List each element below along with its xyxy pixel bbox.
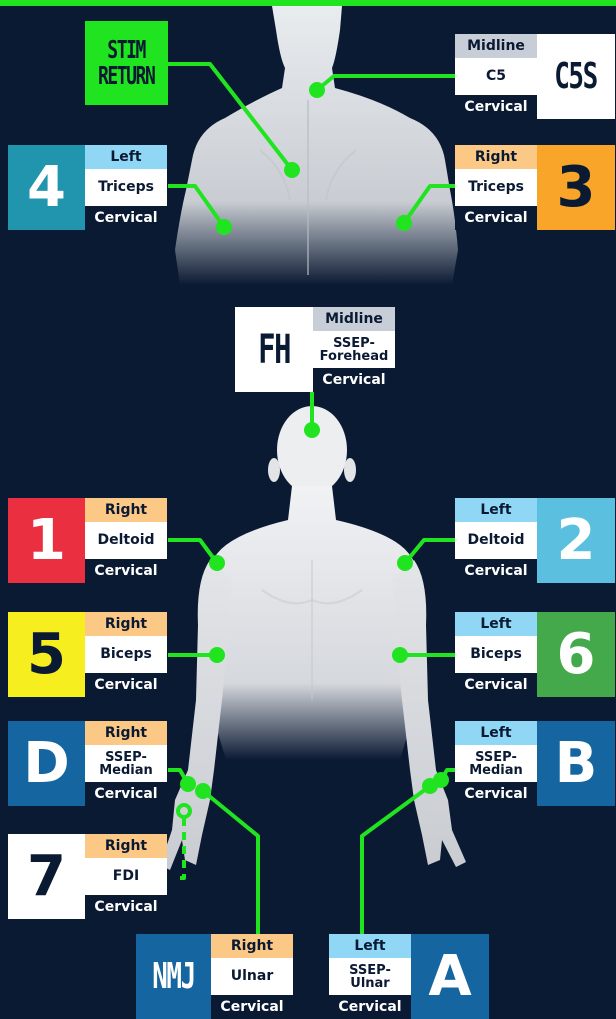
- electrode-id-text: 4: [27, 155, 66, 220]
- electrode-chip-7[interactable]: 7 RightFDICervical: [8, 834, 167, 919]
- electrode-side: Left: [455, 721, 537, 745]
- electrode-chip-6[interactable]: LeftBicepsCervical 6: [455, 612, 615, 697]
- electrode-label-1: RightDeltoidCervical: [85, 498, 167, 583]
- electrode-id-5: 5: [8, 612, 85, 697]
- stim-return-label: STIM RETURN: [85, 21, 168, 105]
- electrode-site: Deltoid: [85, 522, 167, 559]
- electrode-id-7: 7: [8, 834, 85, 919]
- electrode-side: Right: [85, 834, 167, 858]
- electrode-region: Cervical: [85, 782, 167, 806]
- electrode-id-text: C5S: [555, 56, 598, 97]
- electrode-side: Right: [455, 145, 537, 169]
- electrode-region: Cervical: [455, 206, 537, 230]
- electrode-id-text: NMJ: [152, 956, 195, 997]
- electrode-chip-c5s[interactable]: MidlineC5Cervical C5S: [455, 34, 615, 119]
- electrode-id-a: A: [411, 934, 489, 1019]
- electrode-site: SSEP- Forehead: [313, 331, 395, 368]
- electrode-region: Cervical: [455, 673, 537, 697]
- electrode-label-3: RightTricepsCervical: [455, 145, 537, 230]
- electrode-chip-d[interactable]: DRightSSEP- MedianCervical: [8, 721, 167, 806]
- electrode-id-nmj: NMJ: [136, 934, 211, 1019]
- electrode-id-text: 2: [557, 508, 596, 573]
- electrode-site: SSEP- Median: [455, 745, 537, 782]
- electrode-chip-1[interactable]: 1 RightDeltoidCervical: [8, 498, 167, 583]
- electrode-id-3: 3: [537, 145, 615, 230]
- back-body-figure: [175, 6, 458, 285]
- electrode-id-text: 1: [27, 508, 66, 573]
- electrode-region: Cervical: [85, 895, 167, 919]
- electrode-label-5: RightBicepsCervical: [85, 612, 167, 697]
- electrode-label-b: LeftSSEP- MedianCervical: [455, 721, 537, 806]
- electrode-label-7: RightFDICervical: [85, 834, 167, 919]
- electrode-label-nmj: RightUlnarCervical: [211, 934, 293, 1019]
- electrode-label-fh: MidlineSSEP- ForeheadCervical: [313, 307, 395, 392]
- electrode-site: Triceps: [85, 169, 167, 206]
- electrode-site: Ulnar: [211, 958, 293, 995]
- electrode-id-text: FH: [258, 327, 290, 373]
- electrode-label-c5s: MidlineC5Cervical: [455, 34, 537, 119]
- electrode-region: Cervical: [329, 995, 411, 1019]
- electrode-side: Right: [85, 721, 167, 745]
- electrode-id-d: D: [8, 721, 85, 806]
- electrode-chip-a[interactable]: LeftSSEP- UlnarCervical A: [329, 934, 489, 1019]
- electrode-site: FDI: [85, 858, 167, 895]
- electrode-region: Cervical: [85, 206, 167, 230]
- stim-return-line2: RETURN: [98, 63, 154, 89]
- electrode-id-b: B: [537, 721, 615, 806]
- electrode-side: Midline: [313, 307, 395, 331]
- electrode-id-text: 5: [27, 622, 66, 687]
- electrode-id-4: 4: [8, 145, 85, 230]
- electrode-region: Cervical: [85, 559, 167, 583]
- electrode-side: Left: [329, 934, 411, 958]
- electrode-chip-nmj[interactable]: NMJ RightUlnarCervical: [136, 934, 293, 1019]
- electrode-label-4: LeftTricepsCervical: [85, 145, 167, 230]
- electrode-id-text: 3: [557, 155, 596, 220]
- electrode-id-text: A: [428, 944, 471, 1009]
- electrode-region: Cervical: [85, 673, 167, 697]
- electrode-chip-3[interactable]: RightTricepsCervical 3: [455, 145, 615, 230]
- electrode-label-6: LeftBicepsCervical: [455, 612, 537, 697]
- electrode-id-text: B: [555, 731, 598, 796]
- electrode-site: Biceps: [85, 636, 167, 673]
- electrode-side: Left: [85, 145, 167, 169]
- electrode-side: Right: [85, 612, 167, 636]
- electrode-chip-fh[interactable]: FH MidlineSSEP- ForeheadCervical: [235, 307, 395, 392]
- electrode-id-text: 6: [557, 622, 596, 687]
- electrode-id-text: 7: [27, 844, 66, 909]
- electrode-label-a: LeftSSEP- UlnarCervical: [329, 934, 411, 1019]
- electrode-site: C5: [455, 58, 537, 95]
- electrode-region: Cervical: [313, 368, 395, 392]
- electrode-site: SSEP- Ulnar: [329, 958, 411, 995]
- electrode-side: Right: [85, 498, 167, 522]
- electrode-label-d: RightSSEP- MedianCervical: [85, 721, 167, 806]
- electrode-site: SSEP- Median: [85, 745, 167, 782]
- electrode-side: Midline: [455, 34, 537, 58]
- electrode-side: Left: [455, 612, 537, 636]
- electrode-side: Right: [211, 934, 293, 958]
- electrode-label-2: LeftDeltoidCervical: [455, 498, 537, 583]
- stim-return-line1: STIM: [108, 37, 146, 63]
- electrode-chip-4[interactable]: 4 LeftTricepsCervical: [8, 145, 167, 230]
- front-body-figure: [160, 406, 466, 870]
- electrode-id-fh: FH: [235, 307, 313, 392]
- electrode-region: Cervical: [455, 95, 537, 119]
- electrode-chip-2[interactable]: LeftDeltoidCervical 2: [455, 498, 615, 583]
- electrode-id-text: D: [23, 731, 69, 796]
- electrode-region: Cervical: [211, 995, 293, 1019]
- electrode-site: Biceps: [455, 636, 537, 673]
- electrode-side: Left: [455, 498, 537, 522]
- electrode-chip-5[interactable]: 5 RightBicepsCervical: [8, 612, 167, 697]
- electrode-id-1: 1: [8, 498, 85, 583]
- electrode-chip-b[interactable]: LeftSSEP- MedianCervical B: [455, 721, 615, 806]
- electrode-site: Deltoid: [455, 522, 537, 559]
- electrode-site: Triceps: [455, 169, 537, 206]
- electrode-region: Cervical: [455, 559, 537, 583]
- electrode-region: Cervical: [455, 782, 537, 806]
- electrode-id-2: 2: [537, 498, 615, 583]
- electrode-id-6: 6: [537, 612, 615, 697]
- electrode-id-c5s: C5S: [537, 34, 615, 119]
